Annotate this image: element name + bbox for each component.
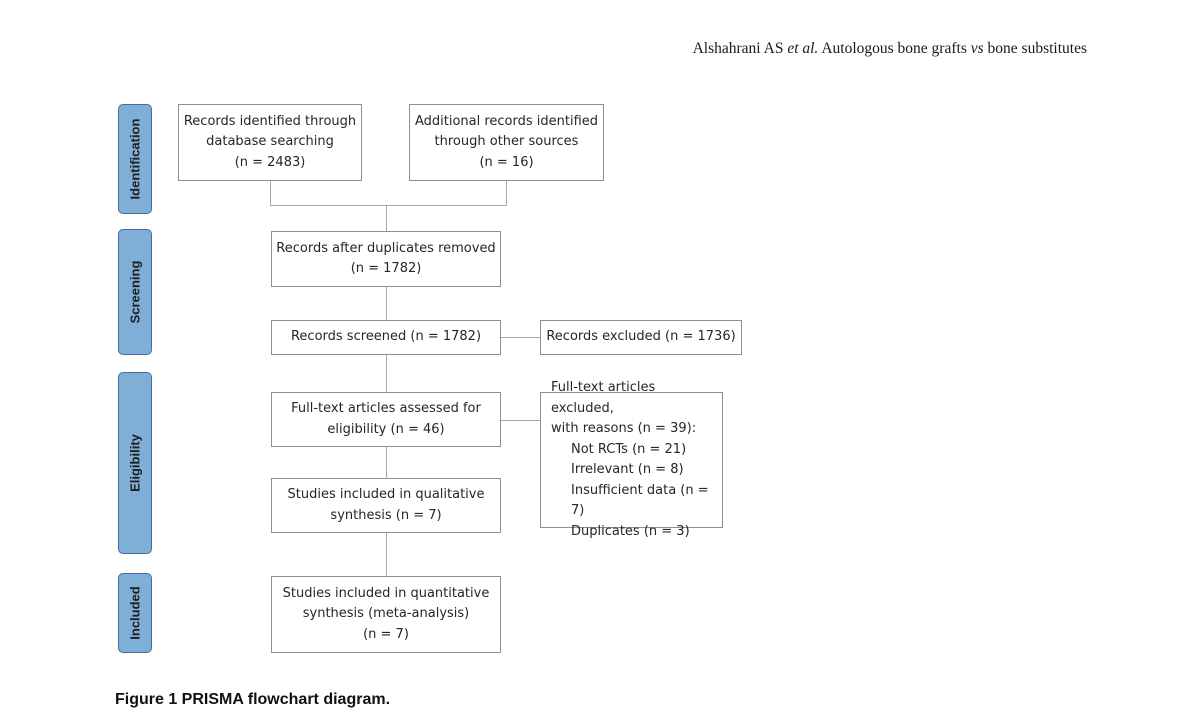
connector-qualitative-to-quantitative	[386, 533, 387, 576]
connector-other-down	[506, 181, 507, 206]
box-other-sources-line1: Additional records identified	[414, 113, 599, 129]
connector-merge-down	[386, 205, 387, 231]
box-after-duplicates-count: (n = 1782)	[350, 261, 422, 276]
figure-caption: Figure 1 PRISMA flowchart diagram.	[115, 691, 391, 708]
box-database-searching-line1: Records identified through	[183, 113, 357, 129]
stage-eligibility: Eligibility	[118, 372, 152, 554]
box-records-screened: Records screened (n = 1782)	[271, 320, 501, 355]
box-database-searching: Records identified through database sear…	[178, 104, 362, 181]
box-after-duplicates-line1: Records after duplicates removed	[276, 240, 496, 256]
header-et-al: et al.	[787, 40, 819, 57]
box-other-sources-count: (n = 16)	[479, 154, 534, 170]
running-header: Alshahrani AS et al. Autologous bone gra…	[693, 40, 1087, 58]
box-quantitative-synthesis: Studies included in quantitative synthes…	[271, 576, 501, 653]
connector-fulltext-to-excluded	[500, 420, 540, 421]
box-fulltext-assessed-line2: eligibility (n = 46)	[327, 421, 445, 437]
stage-screening: Screening	[118, 229, 152, 355]
connector-duplicates-to-screened	[386, 287, 387, 320]
stage-identification-label: Identification	[127, 118, 143, 200]
box-after-duplicates: Records after duplicates removed (n = 17…	[271, 231, 501, 287]
stage-identification: Identification	[118, 104, 152, 214]
box-fulltext-excluded: Full-text articles excluded, with reason…	[540, 380, 723, 539]
box-database-searching-count: (n = 2483)	[234, 154, 306, 170]
stage-eligibility-label: Eligibility	[127, 434, 143, 492]
stage-screening-label: Screening	[127, 260, 143, 324]
header-vs: vs	[970, 40, 984, 57]
reason-duplicates: Duplicates (n = 3)	[571, 523, 690, 539]
box-qualitative-synthesis-line2: synthesis (n = 7)	[330, 507, 442, 523]
reason-irrelevant: Irrelevant (n = 8)	[571, 462, 684, 477]
box-fulltext-excluded-line1: Full-text articles excluded,	[551, 380, 656, 416]
box-other-sources-line2: through other sources	[434, 134, 579, 150]
connector-fulltext-to-qualitative	[386, 447, 387, 478]
connector-db-down	[270, 181, 271, 206]
header-author: Alshahrani AS	[692, 40, 784, 57]
box-quantitative-synthesis-line2: synthesis (meta-analysis)	[302, 606, 470, 622]
reason-insufficient-data: Insufficient data (n = 7)	[571, 482, 709, 519]
stage-included-label: Included	[127, 586, 143, 640]
connector-screened-to-excluded	[500, 337, 540, 338]
box-fulltext-assessed-line1: Full-text articles assessed for	[291, 401, 481, 416]
box-records-screened-line1: Records screened (n = 1782)	[290, 329, 482, 345]
box-records-excluded: Records excluded (n = 1736)	[540, 320, 742, 355]
box-qualitative-synthesis-line1: Studies included in qualitative	[287, 487, 485, 502]
box-qualitative-synthesis: Studies included in qualitative synthesi…	[271, 478, 501, 533]
header-title-part2: bone substitutes	[987, 40, 1087, 57]
box-fulltext-assessed: Full-text articles assessed for eligibil…	[271, 392, 501, 447]
reason-not-rcts: Not RCTs (n = 21)	[571, 441, 687, 457]
box-quantitative-synthesis-count: (n = 7)	[363, 626, 409, 642]
header-title-part1: Autologous bone grafts	[821, 40, 967, 57]
connector-screened-to-fulltext	[386, 355, 387, 392]
box-database-searching-line2: database searching	[206, 134, 334, 150]
box-other-sources: Additional records identified through ot…	[409, 104, 604, 181]
box-records-excluded-line1: Records excluded (n = 1736)	[546, 329, 736, 345]
stage-included: Included	[118, 573, 152, 653]
box-quantitative-synthesis-line1: Studies included in quantitative	[282, 585, 490, 601]
connector-merge-horizontal	[270, 205, 507, 206]
box-fulltext-excluded-line2: with reasons (n = 39):	[551, 421, 697, 436]
